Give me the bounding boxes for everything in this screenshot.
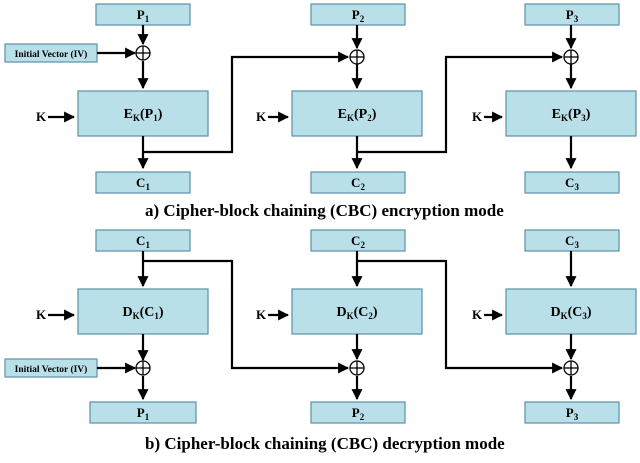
enc-c2-label: C2 <box>351 175 365 192</box>
enc-e2-label: EK(P2) <box>338 107 377 123</box>
decryption-section: C1 DK(C1) K Initial Vector (IV) P1 C2 DK… <box>4 229 637 453</box>
dec-d1-label: DK(C1) <box>122 305 163 321</box>
enc-xor2-icon <box>349 49 365 65</box>
dec-c2-label: C2 <box>351 233 365 250</box>
enc-e3-box <box>505 90 637 137</box>
dec-d1-box <box>77 288 209 335</box>
dec-p2-label: P2 <box>352 405 365 422</box>
dec-c3-label: C3 <box>565 233 579 250</box>
enc-c3-box <box>524 171 620 194</box>
enc-k1-label: K <box>36 109 47 124</box>
dec-p1-label: P1 <box>137 405 150 422</box>
enc-p2-label: P2 <box>352 7 365 24</box>
dec-xor1-icon <box>135 360 151 376</box>
enc-k3-label: K <box>472 109 483 124</box>
enc-k2-label: K <box>256 109 267 124</box>
enc-iv-label: Initial Vector (IV) <box>15 49 88 60</box>
dec-p3-box <box>524 401 620 424</box>
enc-c2-box <box>310 171 406 194</box>
enc-c1-label: C1 <box>136 175 150 192</box>
dec-c1-label: C1 <box>136 233 150 250</box>
enc-p3-label: P3 <box>566 7 579 24</box>
dec-k2-label: K <box>256 307 267 322</box>
dec-iv-label: Initial Vector (IV) <box>15 364 88 375</box>
dec-p1-box <box>89 401 197 424</box>
enc-c3-label: C3 <box>565 175 579 192</box>
dec-k3-label: K <box>472 307 483 322</box>
enc-xor3-icon <box>563 49 579 65</box>
dec-xor3-icon <box>563 360 579 376</box>
enc-e1-box <box>77 90 209 137</box>
enc-caption: a) Cipher-block chaining (CBC) encryptio… <box>145 201 504 220</box>
enc-c1-box <box>95 171 191 194</box>
enc-p1-label: P1 <box>137 7 150 24</box>
enc-e1-label: EK(P1) <box>124 107 163 123</box>
dec-p3-label: P3 <box>566 405 579 422</box>
dec-k1-label: K <box>36 307 47 322</box>
dec-xor2-icon <box>349 360 365 376</box>
enc-e3-label: EK(P3) <box>552 107 591 123</box>
enc-e2-box <box>291 90 423 137</box>
dec-d3-label: DK(C3) <box>550 305 591 321</box>
dec-p2-box <box>310 401 406 424</box>
dec-d2-label: DK(C2) <box>336 305 377 321</box>
enc-xor1-icon <box>135 45 151 61</box>
dec-caption: b) Cipher-block chaining (CBC) decryptio… <box>145 434 505 453</box>
encryption-section: P1 Initial Vector (IV) EK(P1) K C1 P2 EK… <box>4 3 637 220</box>
